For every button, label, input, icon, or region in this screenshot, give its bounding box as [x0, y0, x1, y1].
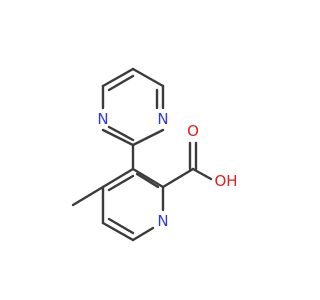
pyrimidine-nitrogen-label: N	[97, 110, 108, 128]
bond	[107, 217, 135, 235]
pyrimidine-nitrogen-label: N	[157, 110, 168, 128]
bond-layer	[71, 67, 213, 242]
bond	[131, 226, 155, 242]
hydroxyl-label: OH	[214, 172, 237, 190]
bond	[131, 167, 165, 189]
bond	[135, 172, 160, 189]
bond	[191, 167, 213, 181]
carbonyl-oxygen-label: O	[187, 122, 199, 140]
bond	[107, 174, 135, 192]
bond	[107, 74, 135, 92]
bond	[71, 185, 105, 207]
atom-label-layer: N N N O OH	[97, 110, 237, 230]
bond	[131, 67, 165, 88]
bond	[131, 128, 165, 147]
bond	[101, 128, 135, 147]
pyridine-nitrogen-label: N	[157, 212, 168, 230]
molecule-diagram: N N N O OH	[71, 67, 238, 242]
bond	[161, 167, 195, 189]
bond	[101, 67, 135, 88]
bond	[101, 167, 135, 189]
bond	[107, 125, 135, 142]
bond	[101, 221, 135, 242]
